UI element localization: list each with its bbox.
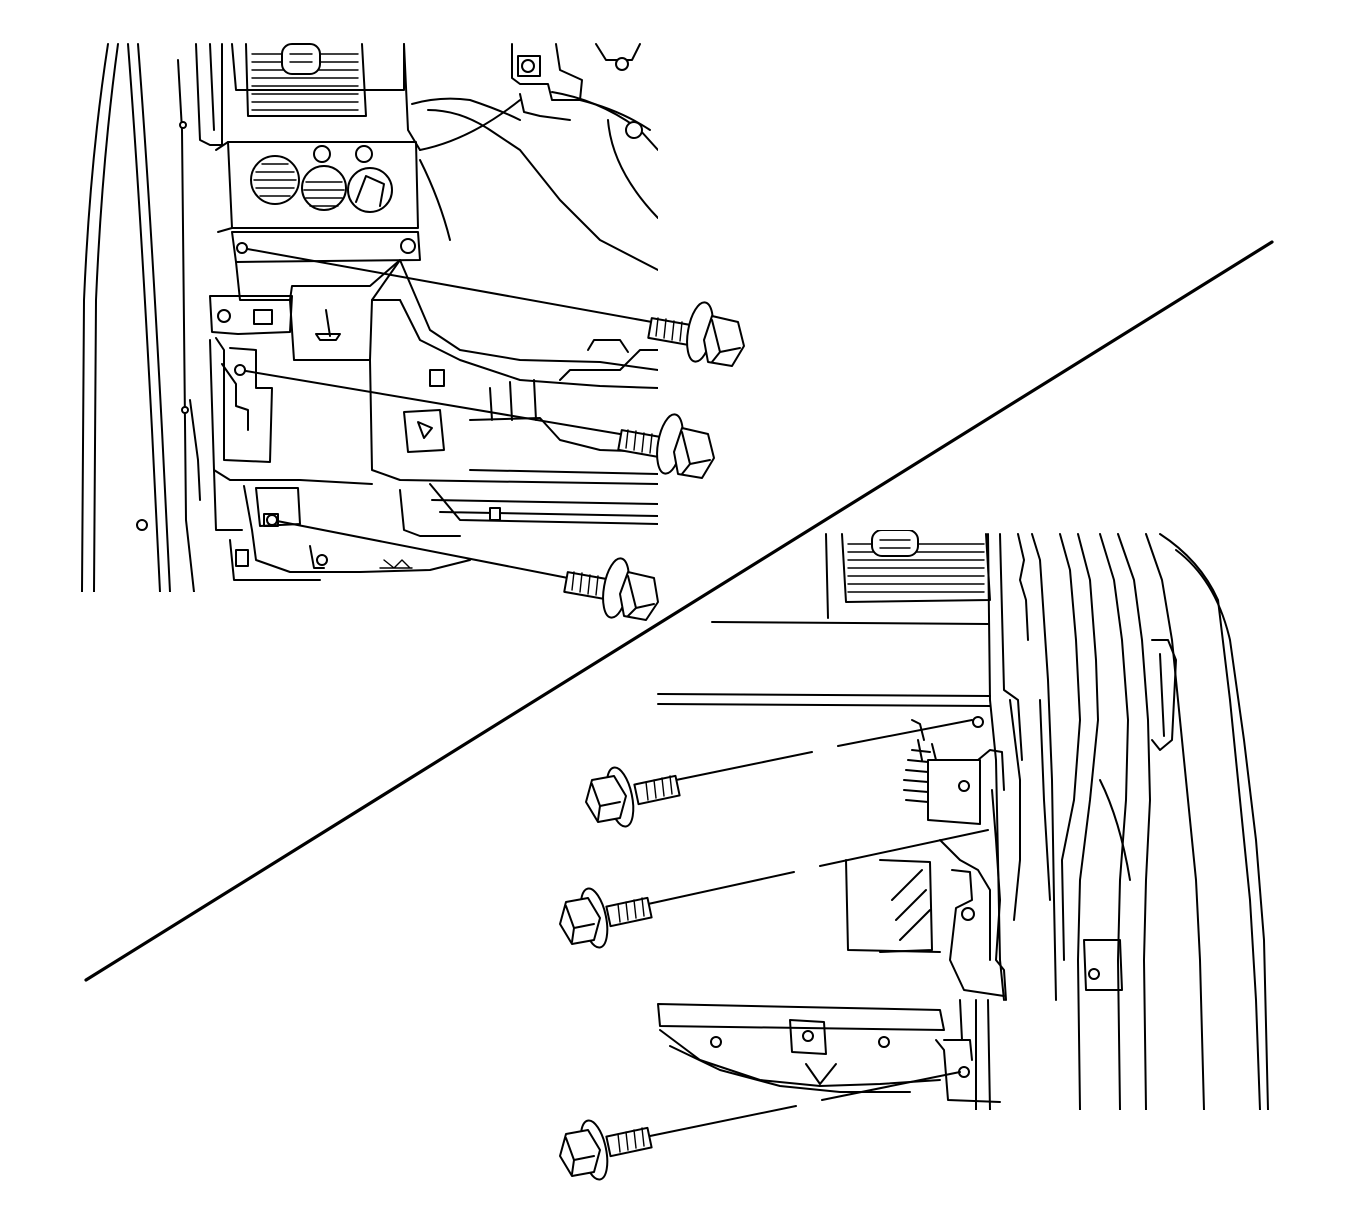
door-frame-right: [987, 533, 1269, 1110]
control-knob-center: [301, 145, 347, 211]
bolt-upper-1: [236, 242, 745, 367]
upper-left-fasteners: [234, 242, 745, 621]
bolt-upper-3: [266, 514, 659, 621]
dash-vent-lower-view: [657, 530, 991, 707]
door-frame-edge: [81, 43, 195, 592]
center-bracket-lower-view: [845, 716, 1007, 1001]
upper-bracket: [411, 43, 658, 271]
lower-right-view: [657, 530, 1269, 1110]
bolt-lower-3: [559, 1066, 970, 1181]
lower-bracket: [229, 485, 471, 581]
control-knob-right: [347, 145, 393, 213]
bolt-upper-2: [234, 364, 715, 479]
upper-left-view: [81, 43, 658, 592]
bolt-lower-2: [559, 829, 989, 949]
mid-panel-structure: [189, 231, 658, 531]
bolt-lower-1: [585, 719, 973, 828]
control-knob-left: [250, 155, 300, 205]
climate-control-head: [215, 141, 419, 233]
lower-sill-panel: [657, 999, 1001, 1110]
dash-upper-vent: [195, 43, 421, 151]
view-separator-line: [84, 240, 1274, 982]
lower-right-fasteners: [559, 719, 989, 1181]
